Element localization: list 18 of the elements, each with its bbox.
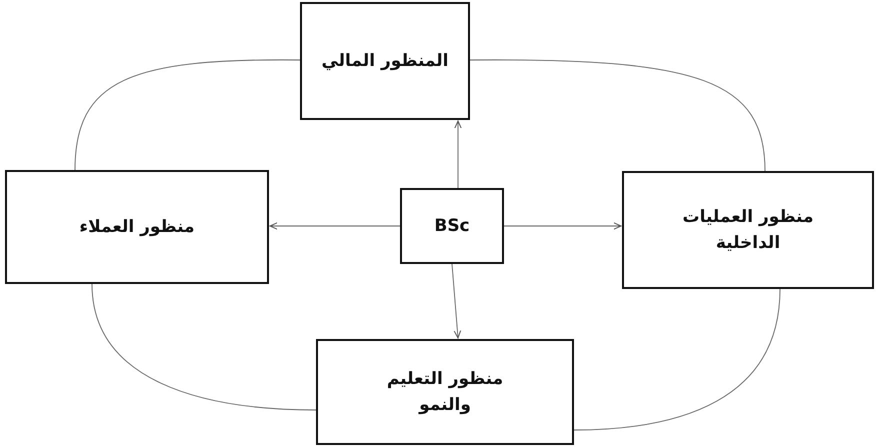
connecting-curve	[92, 284, 316, 410]
box-label: منظور التعليم والنمو	[386, 368, 504, 417]
perspective-box	[622, 171, 874, 289]
arrow	[452, 264, 462, 338]
box-label: منظور العملاء	[79, 216, 195, 239]
connecting-curve	[574, 288, 780, 430]
box-label: المنظور المالي	[321, 50, 449, 73]
connecting-curve	[470, 60, 766, 172]
perspective-box	[316, 339, 574, 445]
perspective-box	[300, 2, 470, 120]
arrow	[504, 222, 622, 230]
box-label: منظور العمليات الداخلية	[682, 206, 814, 255]
arrow	[454, 120, 462, 188]
connecting-curve	[74, 60, 300, 170]
arrow	[270, 222, 400, 230]
center-box	[400, 188, 504, 264]
box-label: BSc	[434, 215, 470, 238]
perspective-box	[5, 170, 269, 284]
